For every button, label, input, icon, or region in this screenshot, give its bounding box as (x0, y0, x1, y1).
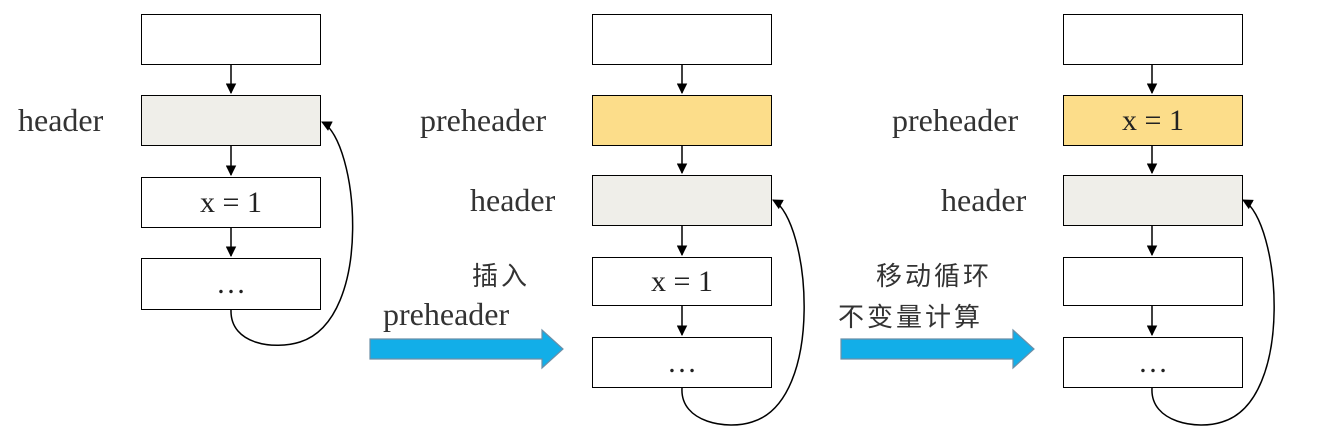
transition2-line1: 移动循环 (876, 262, 993, 292)
back-edge-arrow (1151, 199, 1275, 426)
d3-header-block (1063, 175, 1243, 226)
d3-header-label: header (941, 182, 1027, 218)
transition-arrow-hoist (840, 328, 1035, 370)
d2-preheader-block (592, 95, 772, 146)
d3-preheader-label: preheader (892, 102, 1019, 138)
back-edge-arrow (230, 121, 354, 347)
d1-entry-block (141, 14, 321, 65)
d3-preheader-block: x = 1 (1063, 95, 1243, 146)
d1-header-label: header (18, 102, 104, 138)
transition1-line1: 插入 (472, 262, 531, 292)
d2-entry-block (592, 14, 772, 65)
d1-assign-block: x = 1 (141, 177, 321, 228)
d3-body-block (1063, 257, 1243, 306)
d3-entry-block (1063, 14, 1243, 65)
d3-ellipsis-block: … (1063, 337, 1243, 388)
transition1-line2: preheader (383, 296, 510, 332)
d2-preheader-label: preheader (420, 102, 547, 138)
back-edge-arrow (681, 199, 805, 426)
d2-assign-block: x = 1 (592, 257, 772, 306)
transition2-line2: 不变量计算 (838, 303, 984, 333)
d1-header-block (141, 95, 321, 146)
d2-ellipsis-block: … (592, 337, 772, 388)
d2-header-label: header (470, 182, 556, 218)
d1-ellipsis-block: … (141, 258, 321, 310)
transition-arrow-insert (369, 328, 564, 370)
d2-header-block (592, 175, 772, 226)
